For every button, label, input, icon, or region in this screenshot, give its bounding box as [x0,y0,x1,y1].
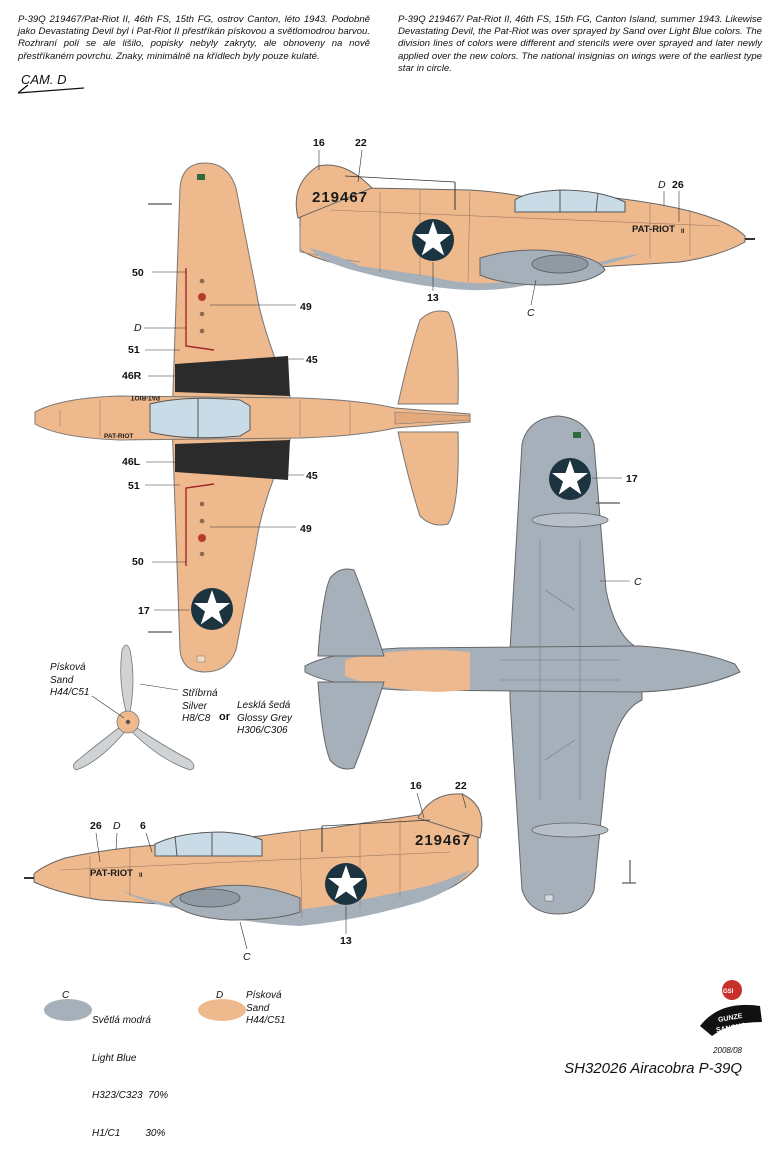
callout-45-lower: 45 [306,470,318,482]
profile-artwork: 219467 PAT-RIOT II 16 22 D 26 13 C [24,137,762,1036]
prop-silver-label: Stříbrná Silver H8/C8 [182,688,218,726]
callout-50-upper: 50 [132,267,144,279]
legend-light-blue-cz: Světlá modrá [92,1015,151,1026]
legend-sand: Písková Sand H44/C51 [246,990,285,1028]
legend-sand-en: Sand [246,1002,270,1014]
prop-sand-code: H44/C51 [50,687,90,698]
camouflage-code-label: CAM. D [21,72,67,87]
prop-glossy-label: Lesklá šedá Glossy Grey H306/C306 [237,700,292,738]
callout-d-bottom: D [113,820,121,832]
legend-sand-cz: Písková [246,990,282,1001]
prop-glossy-cz: Lesklá šedá [237,700,291,711]
nose-art-suffix-top: II [681,229,685,235]
prop-sand-cz: Písková [50,662,86,673]
prop-sand-label: Písková Sand H44/C51 [50,662,89,700]
nose-art-top: PAT-RIOT [632,224,675,235]
camouflage-code: CAM. D [18,72,85,94]
legend-code-d: D [216,990,224,1001]
legend-light-blue-code1: H323/C323 70% [92,1090,169,1101]
prop-silver-cz: Stříbrná [182,688,218,699]
serial-number-bottom: 219467 [415,832,471,849]
callout-46l: 46L [122,456,141,468]
colour-legend-swatches [44,999,246,1021]
callout-22-top: 22 [355,137,367,149]
camo-underline [18,84,85,94]
legend-sand-code: H44/C51 [246,1015,286,1026]
swatch-sand [198,999,246,1021]
logo-top-text: GSI [723,989,734,995]
prop-silver-code: H8/C8 [182,713,211,724]
footer-date: 2008/08 [713,1046,742,1055]
callout-6-bottom: 6 [140,820,146,832]
logo-name1: GUNZE [718,1013,744,1024]
description-english: P-39Q 219467/ Pat-Riot II, 46th FS, 15th… [398,14,762,74]
callout-51-lower: 51 [128,480,140,492]
callout-d-plan: D [134,322,142,334]
legend-code-c: C [62,990,70,1001]
callout-c-top: C [527,307,535,319]
gunze-sangyo-logo: GSI GUNZE SANGYO [700,980,762,1036]
propeller [73,644,195,771]
callout-c-bottom: C [243,951,251,963]
callout-22-bottom: 22 [455,780,467,792]
callout-13-bottom: 13 [340,935,352,947]
side-view-top: 219467 PAT-RIOT II 16 22 D 26 13 C [295,137,755,319]
plan-view-lower: 17 C [304,415,741,915]
swatch-light-blue [44,999,92,1021]
callout-c-plan: C [634,576,642,588]
legend-light-blue-en: Light Blue [92,1052,137,1064]
serial-number-top: 219467 [312,189,368,206]
legend-light-blue: Světlá modrá Light Blue H323/C323 70% H1… [92,990,168,1153]
legend-light-blue-code2: H1/C1 30% [92,1127,166,1139]
callout-51-upper: 51 [128,344,140,356]
callout-46r: 46R [122,370,142,382]
callout-26-bottom: 26 [90,820,102,832]
nose-art-suffix-bottom: II [139,873,143,879]
footer-title: SH32026 Airacobra P-39Q [564,1060,742,1077]
prop-glossy-code: H306/C306 [237,725,288,736]
callout-26-top: 26 [672,179,684,191]
callout-17-upper: 17 [138,605,150,617]
description-czech: P-39Q 219467/Pat-Riot II, 46th FS, 15th … [18,14,370,62]
plan-view-upper: PAT-RIOT PAT-RIOT 50 D 51 46R 49 45 46L … [34,162,471,673]
side-view-bottom: 219467 PAT-RIOT II 16 22 26 D 6 13 C [24,780,636,963]
prop-glossy-en: Glossy Grey [237,712,293,724]
nose-art-plan-left: PAT-RIOT [104,433,133,440]
nose-art-plan-right: PAT-RIOT [131,394,160,401]
callout-16-top: 16 [313,137,325,149]
nose-art-bottom: PAT-RIOT [90,868,133,879]
callout-16-bottom: 16 [410,780,422,792]
callout-49-lower: 49 [300,523,312,535]
callout-49-upper: 49 [300,301,312,313]
callout-17-lower: 17 [626,473,638,485]
callout-45-upper: 45 [306,354,318,366]
callout-13-top: 13 [427,292,439,304]
callout-50-lower: 50 [132,556,144,568]
prop-or-label: or [219,711,230,723]
callout-d-top: D [658,179,666,191]
prop-silver-en: Silver [182,700,208,712]
prop-sand-en: Sand [50,674,74,686]
